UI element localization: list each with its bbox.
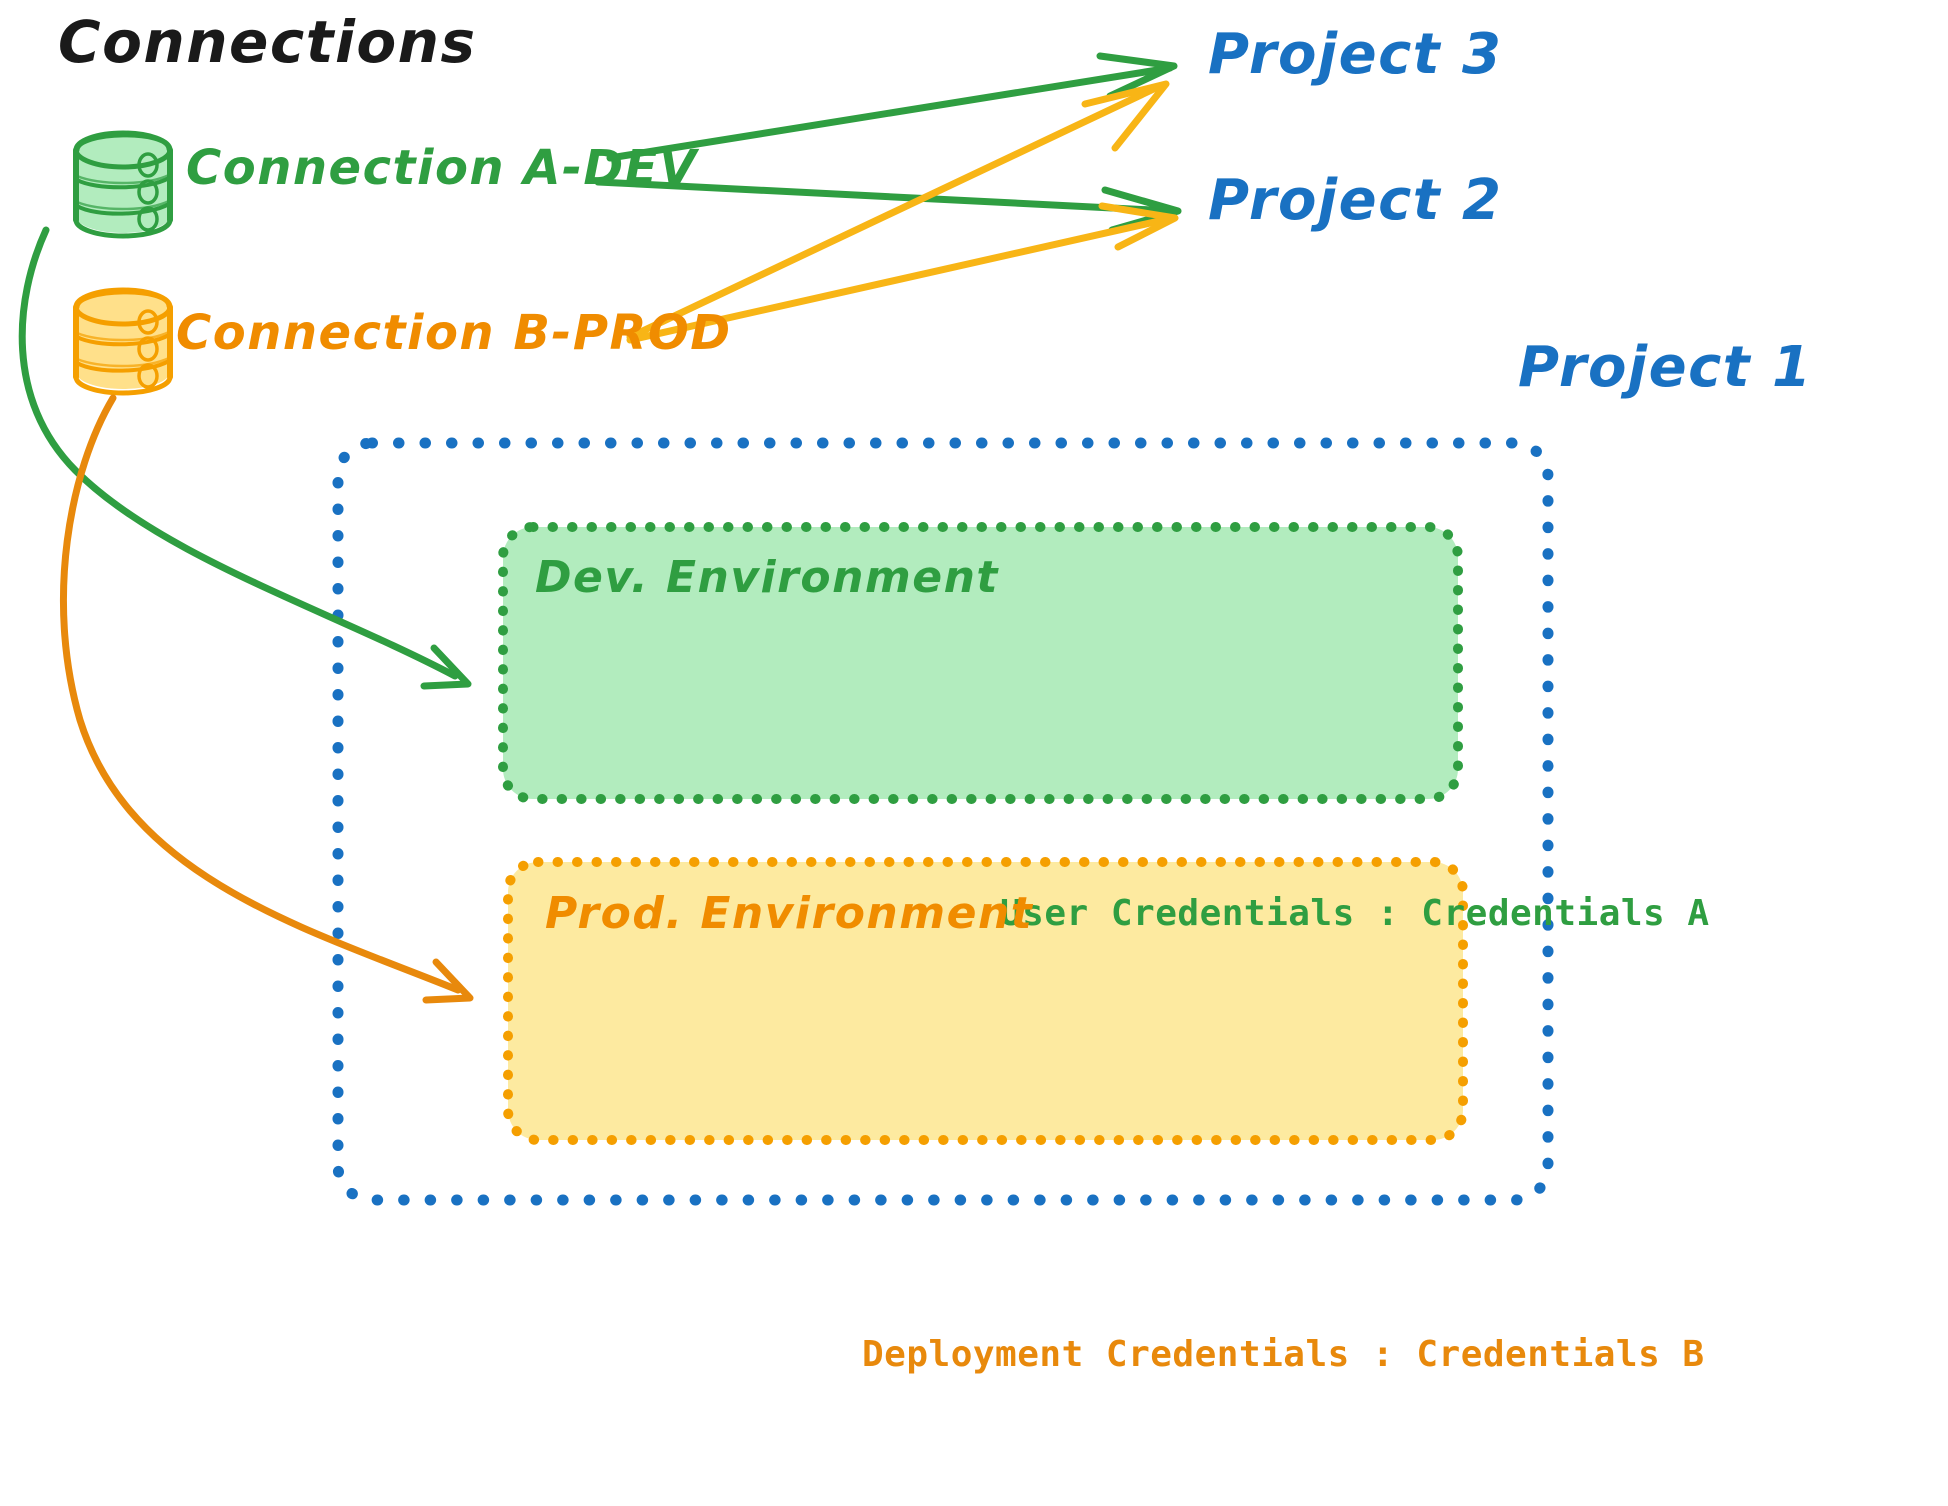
database-cylinder-icon-green[interactable] (73, 130, 173, 239)
project-1-label[interactable]: Project 1 (1518, 335, 1813, 400)
arrow-conn-b-to-prod-environment (59, 394, 474, 1004)
prod-environment-credentials: Deployment Credentials : Credentials B (862, 1334, 1705, 1375)
connection-a-dev-label[interactable]: Connection A-DEV (186, 140, 698, 196)
arrow-conn-b-to-project-3 (626, 80, 1170, 341)
project-3-label[interactable]: Project 3 (1208, 22, 1503, 87)
dev-environment-title: Dev. Environment (535, 552, 999, 603)
dev-environment-credentials: User Credentials : Credentials A (1000, 893, 1710, 934)
database-cylinder-icon-orange[interactable] (73, 287, 173, 396)
connection-b-prod-label[interactable]: Connection B-PROD (176, 305, 732, 361)
arrow-conn-a-to-dev-environment (18, 226, 472, 690)
prod-environment-title: Prod. Environment (545, 888, 1034, 939)
project-2-label[interactable]: Project 2 (1208, 168, 1503, 233)
page-title: Connections (58, 8, 477, 76)
